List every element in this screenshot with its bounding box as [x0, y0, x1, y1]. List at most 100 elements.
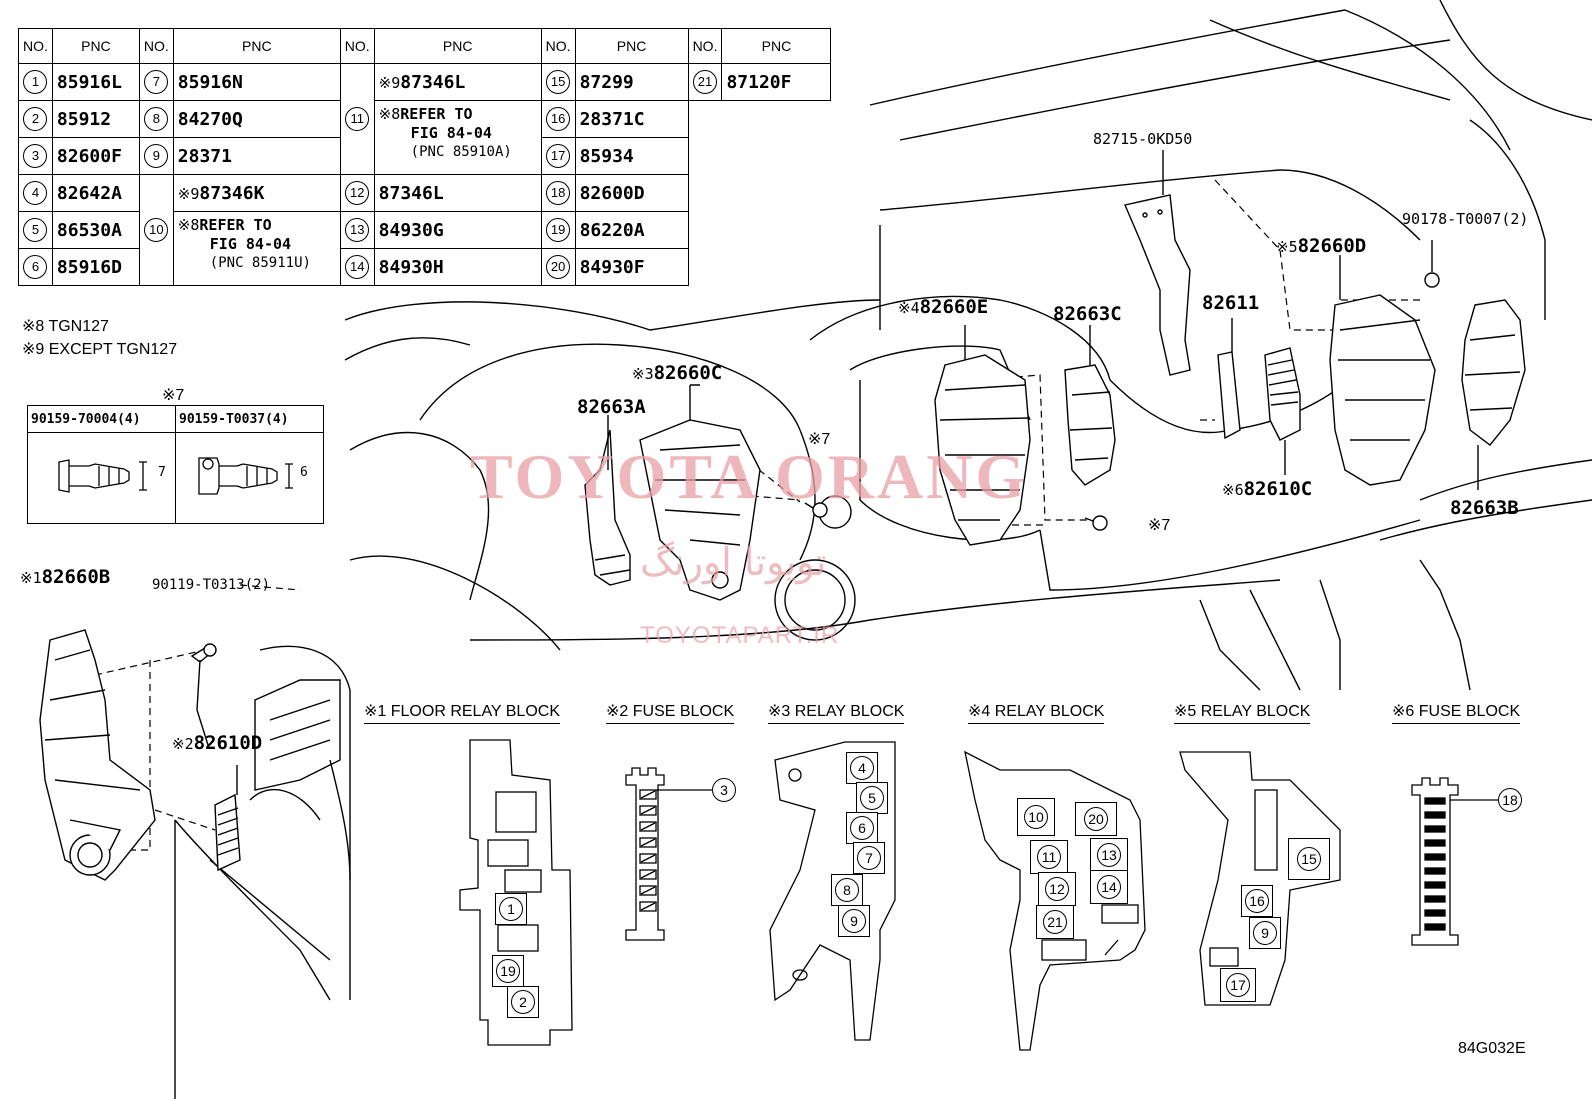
watermark-farsi: تویوتا اورنگ — [640, 540, 827, 584]
floor-relay-block-82660b — [39, 629, 156, 881]
table-row-no: 15 — [540, 63, 576, 101]
table-row-pnc: 84930G — [373, 211, 542, 249]
table-row-pnc: 82600F — [51, 137, 140, 175]
block5-slot: 15 — [1288, 838, 1330, 880]
bolt-left-icon — [58, 459, 147, 493]
header-pnc: PNC — [721, 28, 832, 64]
bolt-left-drawing: 7 — [27, 432, 176, 524]
table-row-pnc: 85916L — [51, 63, 140, 101]
bolt-mark: ※7 — [162, 387, 185, 404]
header-no: NO. — [339, 28, 375, 64]
block-title-floor-relay: ※1 FLOOR RELAY BLOCK — [364, 701, 560, 724]
block1-item: 1 — [499, 897, 523, 921]
block3-slot: 9 — [838, 905, 870, 937]
block4-item: 20 — [1084, 807, 1108, 831]
bracket-82663a — [584, 415, 631, 586]
block3-item: 8 — [835, 878, 859, 902]
callout-82715: 82715-0KD50 — [1093, 130, 1193, 148]
block3-slot: 5 — [856, 782, 888, 814]
block3-item: 5 — [860, 786, 884, 810]
watermark-text: TOYOTA ORANG — [470, 441, 1029, 512]
callout-82660c: ※382660C — [632, 362, 723, 384]
header-pnc: PNC — [51, 28, 140, 64]
block5-slot: 16 — [1241, 885, 1273, 917]
bracket-82663c — [1064, 325, 1116, 486]
callout-82660e: ※482660E — [898, 296, 989, 318]
callout-90178: 90178-T0007(2) — [1402, 210, 1529, 228]
table-row-no: 5 — [18, 211, 53, 249]
block4-item: 14 — [1097, 875, 1121, 899]
block5-item: 9 — [1253, 921, 1277, 945]
block1-slot: 1 — [495, 893, 527, 925]
fuse-block-82610d — [214, 765, 241, 872]
table-row-no: 10 — [138, 174, 174, 286]
relay-block-82660d — [1329, 255, 1436, 486]
bolt-left-dim: 7 — [158, 465, 166, 480]
table-row-no: 20 — [540, 248, 576, 286]
relay-block-82660c — [639, 384, 761, 601]
callout-82663a: 82663A — [577, 396, 646, 418]
header-no: NO. — [18, 28, 53, 64]
table-row-no: 11 — [339, 63, 375, 175]
watermark-url: TOYOTAPART.IR — [640, 622, 840, 649]
table-row-pnc: 84930H — [373, 248, 542, 286]
block4-slot: 14 — [1090, 870, 1128, 904]
block3-slot: 8 — [831, 874, 863, 906]
table-row-no: 2 — [18, 100, 53, 138]
table-row-pnc: 87120F — [721, 63, 832, 101]
block-title-relay-5: ※5 RELAY BLOCK — [1174, 701, 1311, 724]
bolt-right-part: 90159-T0037(4) — [175, 405, 324, 433]
table-row-pnc: 86530A — [51, 211, 140, 249]
screw-center — [804, 502, 828, 518]
figure-code: 84G032E — [1458, 1040, 1526, 1057]
callout-82660d: ※582660D — [1276, 235, 1367, 257]
table-row-no: 1 — [18, 63, 53, 101]
block4-slot: 13 — [1090, 838, 1128, 872]
callout-82660b: ※182660B — [20, 566, 111, 588]
block5-slot: 17 — [1220, 968, 1256, 1002]
block4-slot: 20 — [1075, 802, 1117, 836]
cover-82611 — [1217, 318, 1241, 440]
pnc-table: NO. PNC NO. PNC NO. PNC NO. PNC NO. PNC … — [18, 28, 832, 286]
table-row-pnc: ※987346L — [373, 63, 542, 101]
block3-item: 7 — [857, 846, 881, 870]
block4-item: 21 — [1043, 910, 1067, 934]
table-row-no: 12 — [339, 174, 375, 212]
block5-item: 15 — [1297, 847, 1321, 871]
table-row-pnc: 82642A — [51, 174, 140, 212]
block-title-fuse-2: ※2 FUSE BLOCK — [606, 701, 735, 724]
block4-slot: 21 — [1036, 905, 1074, 939]
block1-slot: 19 — [492, 955, 524, 987]
table-row-pnc: 86220A — [574, 211, 689, 249]
table-row-pnc: 82600D — [574, 174, 689, 212]
header-pnc: PNC — [172, 28, 341, 64]
table-row-pnc: 85934 — [574, 137, 689, 175]
callout-82610c: ※682610C — [1222, 478, 1313, 500]
block3-slot: 4 — [846, 752, 878, 784]
callout-82663c: 82663C — [1053, 303, 1122, 325]
block4-slot: 11 — [1030, 840, 1068, 874]
block2-item: 3 — [712, 778, 736, 802]
note-tgn127: ※8 TGN127 — [22, 318, 109, 335]
callout-82611: 82611 — [1202, 292, 1260, 314]
block1-item: 2 — [511, 990, 535, 1014]
table-row-pnc: 84930F — [574, 248, 689, 286]
table-row-pnc: 84270Q — [172, 100, 341, 138]
relay-block-82660e — [934, 325, 1031, 546]
table-row-pnc: 28371C — [574, 100, 689, 138]
block1-slot: 2 — [507, 986, 539, 1018]
table-row-no: 13 — [339, 211, 375, 249]
callout-82663b: 82663B — [1450, 497, 1519, 519]
table-row-refer: ※8REFER TO FIG 84-04 (PNC 85911U) — [172, 211, 341, 286]
block5-item: 17 — [1226, 973, 1250, 997]
block3-slot: 7 — [853, 842, 885, 874]
table-row-pnc: 28371 — [172, 137, 341, 175]
block4-slot: 10 — [1017, 798, 1055, 836]
bolt-right-drawing: 6 — [175, 432, 324, 524]
block4-item: 11 — [1037, 845, 1061, 869]
block4-slot: 12 — [1038, 872, 1076, 906]
block1-item: 19 — [496, 959, 520, 983]
